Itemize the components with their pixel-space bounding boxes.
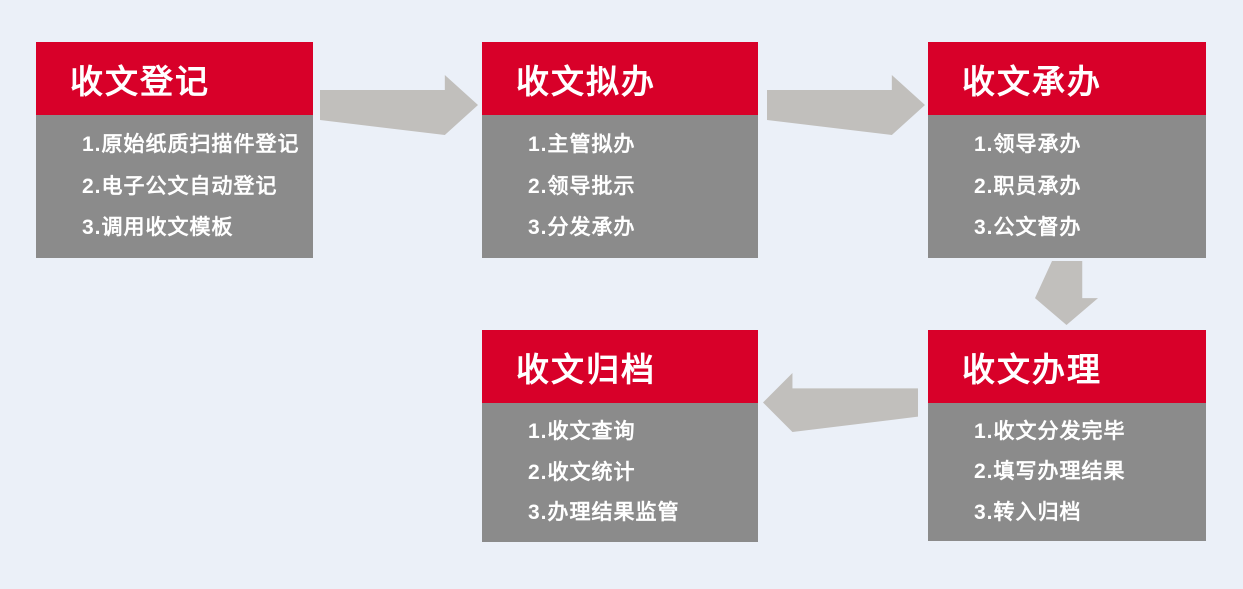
flow-box-processing-title: 收文办理 <box>928 330 1206 403</box>
flow-box-undertaking: 收文承办 1.领导承办 2.职员承办 3.公文督办 <box>928 42 1206 258</box>
flow-box-undertaking-body: 1.领导承办 2.职员承办 3.公文督办 <box>928 115 1206 258</box>
flow-step-item: 1.领导承办 <box>974 133 1082 157</box>
arrow-right-icon <box>767 75 925 135</box>
flow-box-proposal-title: 收文拟办 <box>482 42 758 115</box>
flow-step-item: 3.办理结果监管 <box>528 501 680 525</box>
flow-step-item: 1.收文分发完毕 <box>974 420 1126 444</box>
flow-box-registration: 收文登记 1.原始纸质扫描件登记 2.电子公文自动登记 3.调用收文模板 <box>36 42 313 258</box>
flow-step-item: 2.电子公文自动登记 <box>82 174 278 198</box>
flow-step-item: 2.领导批示 <box>528 174 636 198</box>
flow-box-processing: 收文办理 1.收文分发完毕 2.填写办理结果 3.转入归档 <box>928 330 1206 541</box>
flow-step-item: 1.主管拟办 <box>528 133 636 157</box>
flow-step-item: 3.分发承办 <box>528 216 636 240</box>
arrow-left-icon <box>763 373 918 432</box>
flow-step-item: 1.收文查询 <box>528 420 636 444</box>
arrow-down-icon <box>1035 261 1098 325</box>
flow-box-proposal: 收文拟办 1.主管拟办 2.领导批示 3.分发承办 <box>482 42 758 258</box>
flow-box-registration-title: 收文登记 <box>36 42 313 115</box>
flow-step-item: 3.转入归档 <box>974 500 1082 524</box>
flow-step-item: 1.原始纸质扫描件登记 <box>82 133 300 157</box>
flow-step-item: 3.调用收文模板 <box>82 216 234 240</box>
flow-box-archiving: 收文归档 1.收文查询 2.收文统计 3.办理结果监管 <box>482 330 758 542</box>
flow-step-item: 2.收文统计 <box>528 460 636 484</box>
flow-box-archiving-title: 收文归档 <box>482 330 758 403</box>
flow-box-registration-body: 1.原始纸质扫描件登记 2.电子公文自动登记 3.调用收文模板 <box>36 115 313 258</box>
flow-step-item: 2.填写办理结果 <box>974 460 1126 484</box>
flow-box-processing-body: 1.收文分发完毕 2.填写办理结果 3.转入归档 <box>928 403 1206 541</box>
flow-box-proposal-body: 1.主管拟办 2.领导批示 3.分发承办 <box>482 115 758 258</box>
flow-box-undertaking-title: 收文承办 <box>928 42 1206 115</box>
arrow-right-icon <box>320 75 478 135</box>
flow-step-item: 2.职员承办 <box>974 174 1082 198</box>
flow-step-item: 3.公文督办 <box>974 216 1082 240</box>
flow-box-archiving-body: 1.收文查询 2.收文统计 3.办理结果监管 <box>482 403 758 542</box>
